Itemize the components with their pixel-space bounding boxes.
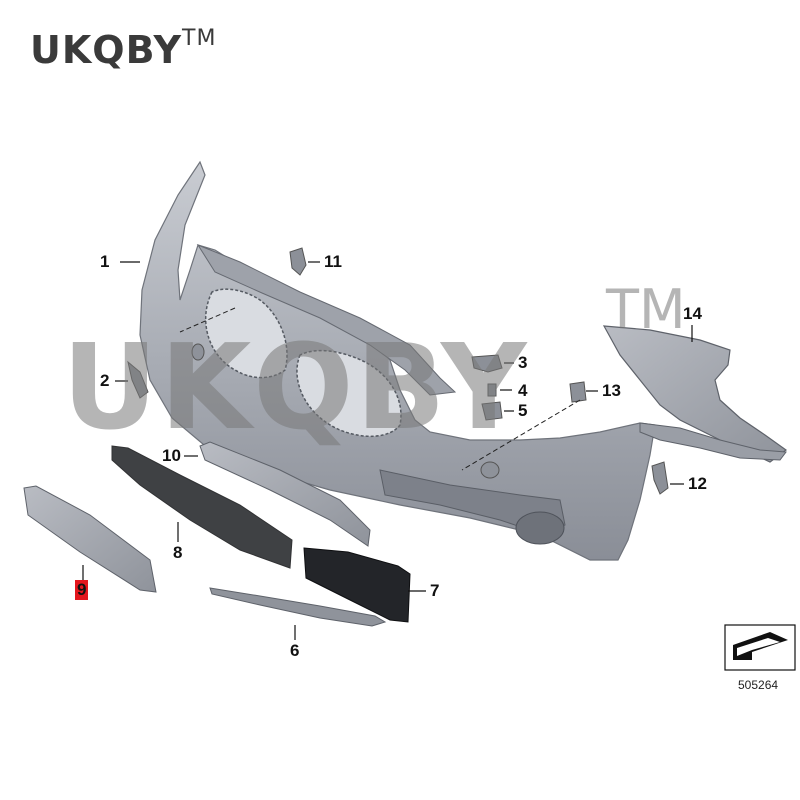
- reference-symbol-inner: [737, 638, 780, 656]
- assembly-line: [461, 399, 581, 471]
- callout-8: 8: [173, 543, 183, 562]
- brand-trademark: TM: [182, 26, 217, 52]
- callout-13: 13: [602, 381, 621, 400]
- clip-4: [487, 383, 497, 397]
- tow-hook-cover-left: [191, 343, 205, 361]
- callout-12: 12: [688, 474, 707, 493]
- leader-lines: [82, 261, 693, 640]
- trim-strip-6: [209, 587, 387, 627]
- callout-6: 6: [290, 641, 300, 660]
- bracket-12: [651, 461, 669, 495]
- callout-14: 14: [683, 304, 702, 323]
- callout-7: 7: [430, 581, 440, 600]
- bracket-3: [471, 354, 503, 373]
- callout-3: 3: [518, 353, 528, 372]
- grille-7: [303, 547, 411, 623]
- callout-11: 11: [324, 252, 342, 271]
- callout-9-highlighted: 9: [75, 580, 89, 600]
- kidney-opening-left: [204, 288, 288, 379]
- tow-hook-cover-right: [480, 461, 500, 479]
- bumper-carrier-bracket: [602, 325, 788, 463]
- brand-name: UKQBY: [30, 28, 183, 72]
- bracket-13: [569, 381, 587, 403]
- callout-10: 10: [162, 446, 181, 465]
- grille-mesh-8: [111, 445, 293, 569]
- clip-5: [481, 401, 503, 421]
- callout-1: 1: [100, 252, 110, 271]
- bumper-cover: [139, 160, 656, 561]
- kidney-opening-right: [296, 349, 402, 438]
- bracket-2: [127, 360, 149, 399]
- callout-5: 5: [518, 401, 528, 420]
- brand-logo: UKQBYTM: [30, 26, 217, 72]
- bumper-upper-lip: [196, 243, 457, 396]
- fog-opening: [515, 511, 565, 545]
- assembly-line: [179, 307, 236, 333]
- lower-plate-9: [23, 485, 157, 593]
- reference-number: 505264: [738, 678, 779, 692]
- bumper-carrier-arm: [639, 422, 787, 461]
- trim-strip-10: [199, 441, 371, 547]
- bracket-11: [289, 247, 307, 276]
- callout-2: 2: [100, 371, 110, 390]
- callout-4: 4: [518, 381, 528, 400]
